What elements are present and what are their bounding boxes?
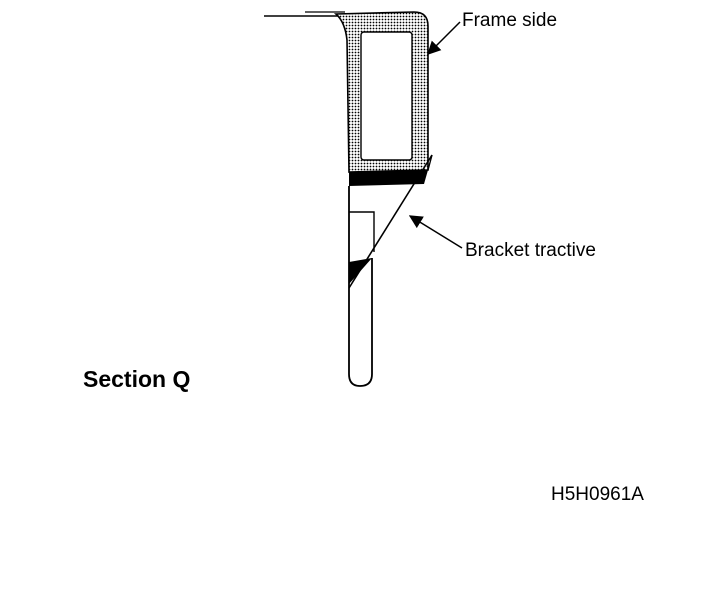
bracket-tractive-leader-arrow bbox=[408, 215, 463, 249]
weld-triangle bbox=[349, 258, 372, 284]
weld-strip bbox=[349, 170, 428, 186]
bracket-edge-line bbox=[427, 154, 433, 171]
section-title: Section Q bbox=[83, 366, 191, 392]
frame-side-leader-arrow bbox=[427, 21, 461, 55]
bracket-plate bbox=[348, 186, 373, 387]
bracket-gusset bbox=[349, 211, 375, 252]
frame-side-hollow bbox=[360, 31, 413, 161]
frame-side-label: Frame side bbox=[462, 10, 558, 31]
figure-code: H5H0961A bbox=[551, 484, 644, 505]
bracket-tractive-label: Bracket tractive bbox=[465, 240, 596, 261]
